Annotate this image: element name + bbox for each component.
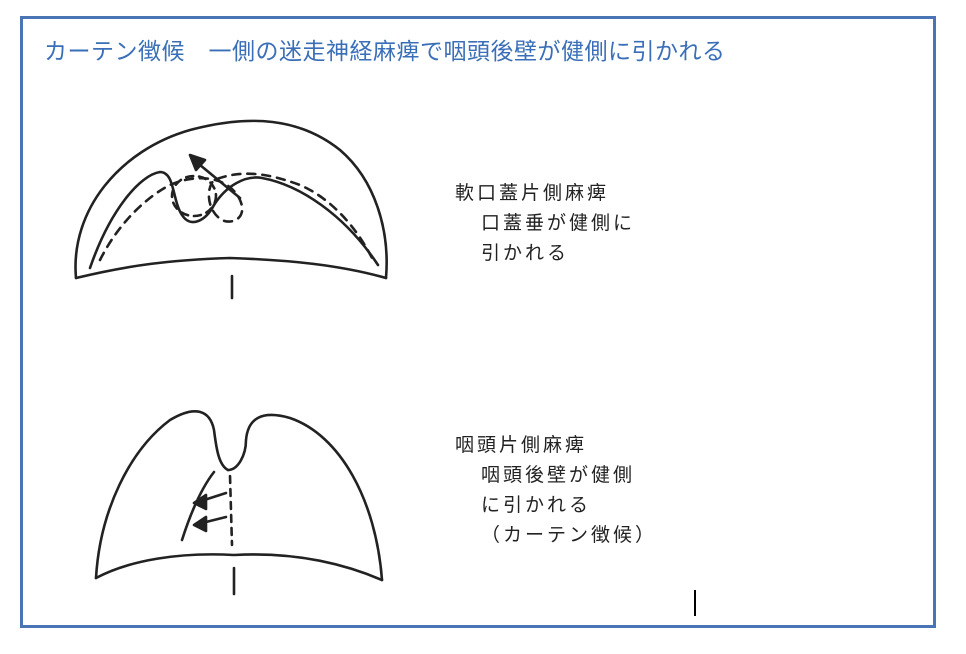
curtain-arrowhead-2 [192,515,208,533]
soft-palate-heading: 軟口蓋片側麻痺 [455,182,610,204]
soft-palate-line2: 引かれる [481,242,570,264]
oral-cavity-outline [74,119,388,280]
uvula-arrow [192,158,242,200]
soft-palate-figure [74,119,388,300]
diagram-frame [20,16,936,628]
pharynx-figure [94,410,384,596]
pharynx-label: 咽頭片側麻痺 咽頭後壁が健側 に引かれる （カーテン徴候） [455,430,657,550]
pharynx-line1: 咽頭後壁が健側 [481,464,636,486]
palate-arch-solid [88,170,380,270]
pharynx-right-wall [226,413,384,582]
tongue-line [74,256,388,280]
pharynx-heading: 咽頭片側麻痺 [455,434,588,456]
uvula-arrowhead [188,153,207,172]
posterior-wall-dashed [228,474,234,547]
uvula-dashed [170,174,218,218]
curtain-arrowhead-1 [192,493,208,511]
pharynx-left-wall [94,410,230,580]
pharynx-line3: （カーテン徴候） [481,524,658,546]
tongue-base [94,553,384,582]
text-cursor [694,590,696,616]
palate-arch-dashed [98,172,374,262]
pharynx-line2: に引かれる [481,494,592,516]
soft-palate-line1: 口蓋垂が健側に [481,212,636,234]
soft-palate-label: 軟口蓋片側麻痺 口蓋垂が健側に 引かれる [455,178,635,268]
page-title: カーテン徴候 一側の迷走神経麻痺で咽頭後壁が健側に引かれる [44,39,726,65]
